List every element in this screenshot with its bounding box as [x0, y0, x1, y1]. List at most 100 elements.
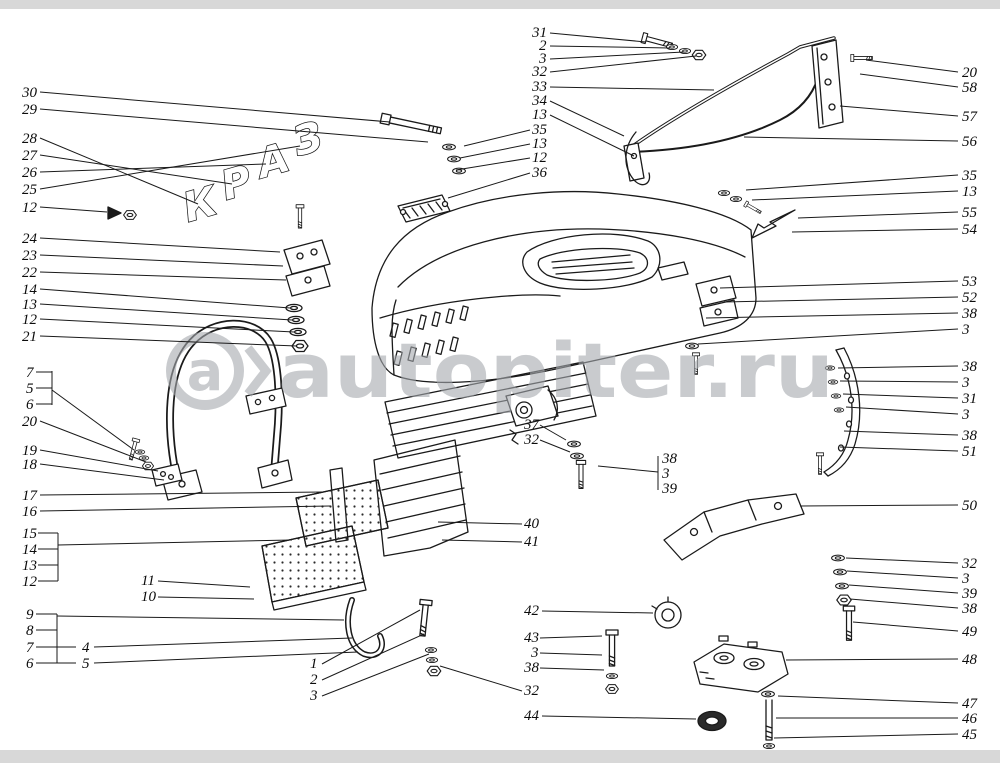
- leader-line: [743, 136, 959, 142]
- callout-48: 48: [962, 652, 978, 668]
- leader-line: [321, 633, 425, 681]
- leader-line: [39, 491, 325, 496]
- callout-34: 34: [531, 93, 548, 109]
- hinge-plate: [811, 39, 844, 129]
- leader-line: [839, 105, 959, 117]
- handle-plate: [397, 194, 451, 223]
- brand-letter-З: З: [287, 114, 328, 166]
- callout-41: 41: [524, 534, 539, 550]
- callout-10: 10: [141, 589, 157, 605]
- callout-16: 16: [22, 504, 38, 520]
- mount-pad: [693, 635, 789, 693]
- leader-line: [549, 51, 685, 60]
- leader-line: [39, 154, 233, 185]
- long-bolt-icon: [379, 112, 443, 135]
- leader-line: [837, 365, 959, 369]
- leader-line: [39, 108, 429, 143]
- bottom-center-bolt-stack: [415, 598, 442, 677]
- nut-icon: [123, 210, 137, 220]
- leader-line: [441, 539, 523, 543]
- callout-13: 13: [532, 107, 547, 123]
- callout-2: 2: [539, 38, 547, 54]
- prop-rod-assembly: [623, 32, 873, 186]
- grille: [384, 361, 597, 459]
- callout-32: 32: [961, 556, 978, 572]
- right-lower-stack: [831, 554, 856, 641]
- leader-line: [549, 55, 697, 73]
- callout-21: 21: [22, 329, 37, 345]
- washer-icon: [833, 568, 847, 576]
- callout-19: 19: [22, 443, 38, 459]
- bolt-icon: [605, 629, 619, 667]
- callout-20: 20: [22, 414, 38, 430]
- pointer-arrow: [107, 206, 122, 220]
- callout-3: 3: [661, 466, 670, 482]
- leader-line: [799, 504, 959, 507]
- leader-line: [843, 430, 959, 436]
- washer-icon: [442, 143, 456, 151]
- leader-line: [865, 59, 959, 73]
- leader-line: [455, 157, 531, 171]
- callout-12: 12: [22, 574, 38, 590]
- bolt-icon: [575, 459, 587, 490]
- callout-13: 13: [22, 558, 37, 574]
- callout-38: 38: [961, 306, 978, 322]
- leader-line: [57, 539, 293, 546]
- callout-15: 15: [22, 526, 38, 542]
- callout-3: 3: [961, 322, 970, 338]
- callout-32: 32: [523, 432, 540, 448]
- top-center-hardware: [379, 112, 466, 223]
- leader-line: [549, 45, 671, 49]
- callout-12: 12: [22, 200, 38, 216]
- callout-12: 12: [22, 312, 38, 328]
- leader-line: [839, 380, 959, 383]
- leader-line: [447, 172, 531, 199]
- brand-letter-К: К: [178, 178, 224, 232]
- leader-line: [846, 570, 959, 579]
- leader-line: [439, 665, 523, 692]
- washer-icon: [425, 657, 439, 663]
- callout-18: 18: [22, 457, 38, 473]
- bolt-stack-43: [605, 629, 619, 694]
- apron-panel: [373, 439, 469, 557]
- bottom-trim-bar: [0, 750, 1000, 763]
- leader-line: [39, 91, 391, 123]
- callout-42: 42: [524, 603, 540, 619]
- washer-icon: [717, 190, 731, 196]
- footboard-assembly: [261, 467, 389, 659]
- watermark: a autopiter.ru: [166, 326, 834, 415]
- leader-line: [539, 439, 571, 453]
- right-middle-hardware: [107, 190, 796, 375]
- leader-line: [39, 206, 108, 213]
- leader-line: [39, 254, 284, 267]
- washer-icon: [729, 196, 743, 202]
- leader-line: [437, 521, 523, 525]
- leader-line: [39, 449, 159, 472]
- watermark-logo-chevron: [244, 345, 272, 397]
- leader-line: [39, 163, 267, 173]
- leader-line: [842, 393, 959, 399]
- leader-line: [791, 228, 959, 233]
- callout-36: 36: [531, 165, 548, 181]
- callout-3: 3: [309, 688, 318, 704]
- callout-22: 22: [22, 265, 38, 281]
- stud-assembly: [761, 690, 776, 749]
- callouts-layer: 3029282726251224232214131221756201918171…: [21, 25, 979, 743]
- leader-line: [549, 100, 625, 137]
- latch-assembly: [505, 385, 587, 490]
- callout-13: 13: [962, 184, 977, 200]
- leader-line: [51, 389, 135, 451]
- leader-line: [539, 667, 605, 671]
- leader-line: [839, 446, 959, 452]
- callout-35: 35: [531, 122, 548, 138]
- leader-line: [56, 615, 345, 621]
- callout-14: 14: [22, 542, 38, 558]
- tube-frame: [126, 319, 293, 501]
- callout-53: 53: [962, 274, 977, 290]
- callout-32: 32: [523, 683, 540, 699]
- leader-line: [797, 211, 959, 219]
- callout-31: 31: [961, 391, 977, 407]
- callout-20: 20: [962, 65, 978, 81]
- callout-49: 49: [962, 624, 978, 640]
